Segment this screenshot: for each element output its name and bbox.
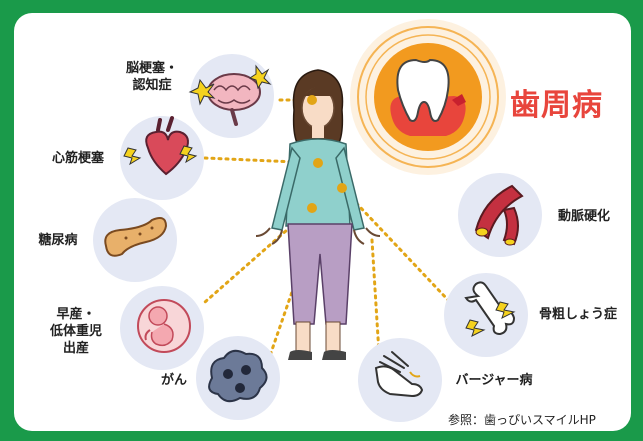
connector-bone — [340, 186, 450, 302]
hand-icon — [374, 351, 424, 398]
label-artery: 動脈硬化 — [557, 209, 610, 224]
fetus-icon — [137, 299, 191, 353]
brain-icon — [188, 64, 272, 126]
periodontal-badge — [350, 19, 506, 175]
artery-icon — [474, 184, 524, 246]
label-cancer: がん — [160, 373, 187, 388]
cancer-cell-icon — [208, 349, 268, 403]
heart-icon — [123, 116, 198, 176]
woman-figure — [255, 69, 381, 360]
label-heart: 心筋梗塞 — [51, 151, 104, 166]
page-title: 歯周病 — [510, 88, 603, 123]
label-buerger: バージャー病 — [455, 373, 533, 388]
bone-icon — [464, 281, 516, 337]
label-diabetes: 糖尿病 — [38, 233, 78, 248]
label-brain: 脳梗塞・ 認知症 — [125, 61, 178, 93]
connector-buerger — [370, 238, 382, 372]
label-bone: 骨粗しょう症 — [538, 307, 617, 322]
pancreas-icon — [104, 217, 168, 257]
label-premature: 早産・ 低体重児 出産 — [49, 307, 102, 356]
source-credit: 参照：歯っぴいスマイルHP — [448, 413, 596, 427]
